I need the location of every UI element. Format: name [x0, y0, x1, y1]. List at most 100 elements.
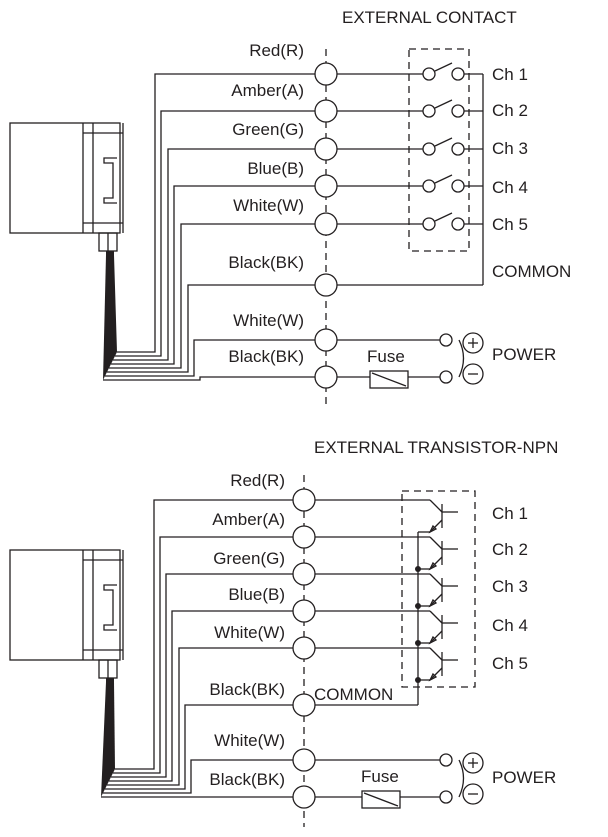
- terminal: [314, 174, 338, 198]
- fuse-label: Fuse: [361, 767, 399, 786]
- channel-label: Ch 3: [492, 139, 528, 158]
- channel-label: Ch 4: [492, 616, 528, 635]
- common-label: COMMON: [314, 685, 393, 704]
- channel-label: Ch 1: [492, 65, 528, 84]
- wire: [107, 284, 315, 373]
- terminal: [292, 785, 316, 809]
- channel-label: Ch 3: [492, 577, 528, 596]
- switch-contact: [422, 67, 436, 81]
- terminal: [292, 599, 316, 623]
- wire: [103, 376, 315, 381]
- wire-label-power-white: White(W): [214, 731, 285, 750]
- switch-contact: [451, 104, 465, 118]
- wire: [111, 573, 293, 778]
- channel-label: Ch 2: [492, 540, 528, 559]
- power-label: POWER: [492, 768, 556, 787]
- cable: [106, 251, 114, 255]
- channel-label: Ch 1: [492, 504, 528, 523]
- diagram-title: EXTERNAL CONTACT: [342, 8, 517, 27]
- switch-contact: [451, 217, 465, 231]
- collector: [429, 499, 443, 513]
- switch-contact: [422, 217, 436, 231]
- wire: [103, 759, 293, 794]
- terminal: [314, 273, 338, 297]
- wire: [105, 704, 293, 790]
- emitter: [429, 593, 443, 607]
- channel-label: Ch 5: [492, 654, 528, 673]
- external-transistor-npn-diagram: EXTERNAL TRANSISTOR-NPN Red(R) Amber(A) …: [209, 438, 558, 789]
- sensor-body: [9, 549, 121, 661]
- emitter-arrow: [428, 524, 438, 534]
- diagram-title: EXTERNAL TRANSISTOR-NPN: [314, 438, 558, 457]
- emitter: [429, 630, 443, 644]
- terminal: [314, 62, 338, 86]
- wire-label-amber: Amber(A): [231, 81, 304, 100]
- terminal: [292, 693, 316, 717]
- emitter-arrow: [428, 672, 438, 682]
- emitter: [429, 556, 443, 570]
- terminal: [292, 636, 316, 660]
- fuse-label: Fuse: [367, 347, 405, 366]
- terminal: [292, 525, 316, 549]
- fuse-symbol: [363, 792, 399, 807]
- terminal: [292, 488, 316, 512]
- switch-blade: [434, 99, 453, 109]
- power-bracket: [458, 759, 465, 798]
- channel-label: Ch 5: [492, 215, 528, 234]
- wire-label-white: White(W): [233, 196, 304, 215]
- sensor-body: [9, 122, 121, 234]
- wire: [111, 185, 315, 365]
- switch-blade: [434, 137, 453, 147]
- fuse: [361, 790, 401, 809]
- sensor-bracket: [103, 157, 117, 204]
- terminal: [292, 748, 316, 772]
- emitter-arrow: [428, 635, 438, 645]
- power-terminal: [439, 370, 453, 384]
- terminal: [314, 137, 338, 161]
- external-contact-diagram: EXTERNAL CONTACT Red(R) Amber(A) Green(G…: [228, 8, 571, 366]
- wire: [115, 110, 315, 357]
- wire: [117, 73, 315, 353]
- channel-label: Ch 2: [492, 101, 528, 120]
- wire-label-green: Green(G): [232, 120, 304, 139]
- terminal: [314, 212, 338, 236]
- switch-contact: [422, 142, 436, 156]
- wire: [109, 610, 293, 782]
- switch-contact: [451, 142, 465, 156]
- wire-label-power-white: White(W): [233, 311, 304, 330]
- fuse-symbol: [371, 372, 407, 387]
- power-terminal: [439, 790, 453, 804]
- collector: [429, 610, 443, 624]
- wire: [107, 647, 293, 786]
- wire-label-power-black: Black(BK): [228, 347, 304, 366]
- wire: [105, 339, 315, 377]
- power-label: POWER: [492, 345, 556, 364]
- switch-contact: [451, 179, 465, 193]
- wire: [109, 223, 315, 369]
- collector: [429, 647, 443, 661]
- emitter-arrow: [428, 598, 438, 608]
- wire-label-red: Red(R): [230, 471, 285, 490]
- collector: [429, 573, 443, 587]
- terminal: [314, 99, 338, 123]
- power-terminal: [439, 333, 453, 347]
- terminal: [314, 365, 338, 389]
- wire-label-blue: Blue(B): [247, 159, 304, 178]
- switch-contact: [422, 104, 436, 118]
- wire-label-white: White(W): [214, 623, 285, 642]
- wire-label-green: Green(G): [213, 549, 285, 568]
- wire-label-red: Red(R): [249, 41, 304, 60]
- emitter: [429, 519, 443, 533]
- emitter: [429, 667, 443, 681]
- wire-label-power-black: Black(BK): [209, 770, 285, 789]
- terminal: [314, 328, 338, 352]
- wire-label-black: Black(BK): [228, 253, 304, 272]
- common-label: COMMON: [492, 262, 571, 281]
- cable: [101, 682, 115, 797]
- wire: [115, 499, 293, 770]
- wire: [113, 148, 315, 361]
- switch-contact: [451, 67, 465, 81]
- cable: [106, 678, 114, 682]
